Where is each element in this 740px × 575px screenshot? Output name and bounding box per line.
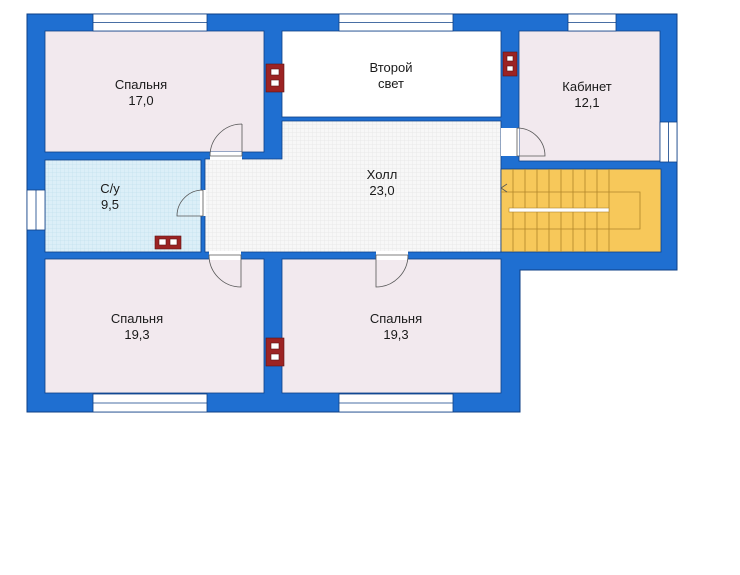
- door-bedroom-top-left: [209, 123, 243, 157]
- room-second-light: [281, 30, 502, 118]
- chimneys: [154, 51, 518, 367]
- door-bedroom-bottom-right: [375, 254, 409, 288]
- room-bedroom-bottom-right: [281, 258, 502, 394]
- door-bathroom: [176, 189, 204, 217]
- room-bedroom-bottom-left: [44, 258, 265, 394]
- label-bathroom-area: 9,5: [101, 197, 119, 212]
- chimney-2: [502, 51, 518, 77]
- stair-treads: [501, 169, 641, 252]
- label-hall-name: Холл: [367, 167, 398, 182]
- windows: [26, 13, 678, 413]
- label-bedroom-bottom-left-name: Спальня: [111, 311, 163, 326]
- room-hall: [204, 120, 502, 253]
- label-hall-area: 23,0: [369, 183, 394, 198]
- label-second-light-line1: Второй: [370, 60, 413, 75]
- label-bathroom-name: С/у: [100, 181, 120, 196]
- label-bedroom-bottom-right-area: 19,3: [383, 327, 408, 342]
- chimney-4: [265, 337, 285, 367]
- door-study: [516, 127, 546, 157]
- label-bedroom-top-left-name: Спальня: [115, 77, 167, 92]
- label-study-area: 12,1: [574, 95, 599, 110]
- chimney-1: [265, 63, 285, 93]
- label-second-light-line2: свет: [378, 76, 404, 91]
- room-bedroom-top-left: [44, 30, 265, 153]
- label-study-name: Кабинет: [562, 79, 611, 94]
- room-study: [518, 30, 661, 162]
- doors: [176, 123, 546, 288]
- label-bedroom-bottom-right-name: Спальня: [370, 311, 422, 326]
- label-bedroom-top-left-area: 17,0: [128, 93, 153, 108]
- door-bedroom-bottom-left: [208, 254, 242, 288]
- label-bedroom-bottom-left-area: 19,3: [124, 327, 149, 342]
- stair-arrow: [500, 183, 508, 193]
